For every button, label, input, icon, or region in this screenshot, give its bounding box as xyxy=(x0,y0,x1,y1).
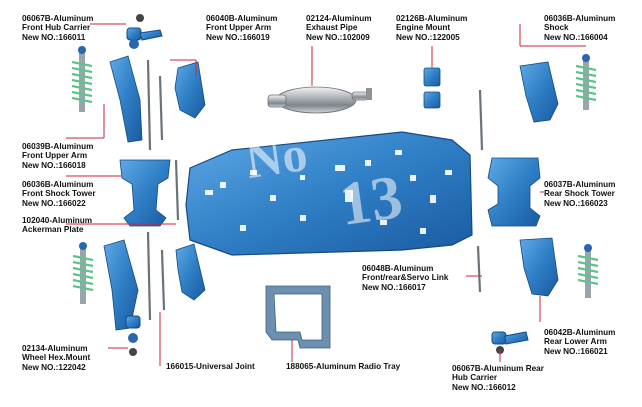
label-radio-tray: 188065-Aluminum Radio Tray xyxy=(286,362,401,371)
leader-lines xyxy=(66,23,586,366)
lower-arms xyxy=(103,61,559,331)
wheel-hex-mount xyxy=(125,315,141,356)
exhaust-pipe xyxy=(267,86,372,114)
chassis-holes xyxy=(205,150,452,234)
label-universal-joint: 166015-Universal Joint xyxy=(166,362,255,371)
turnbuckle-rods xyxy=(146,59,484,321)
watermark-13: 13 xyxy=(335,163,407,239)
engine-mount-blocks xyxy=(423,67,441,109)
rear-shock-tower xyxy=(487,157,541,227)
shock-absorbers xyxy=(71,46,599,304)
watermark-no: No xyxy=(242,125,311,189)
radio-tray xyxy=(265,285,331,349)
rear-hub-carrier xyxy=(491,331,529,354)
chassis-plate xyxy=(185,131,473,256)
front-upper-arms xyxy=(109,55,206,143)
front-shock-tower xyxy=(119,159,171,227)
front-hub-carrier xyxy=(126,14,163,49)
